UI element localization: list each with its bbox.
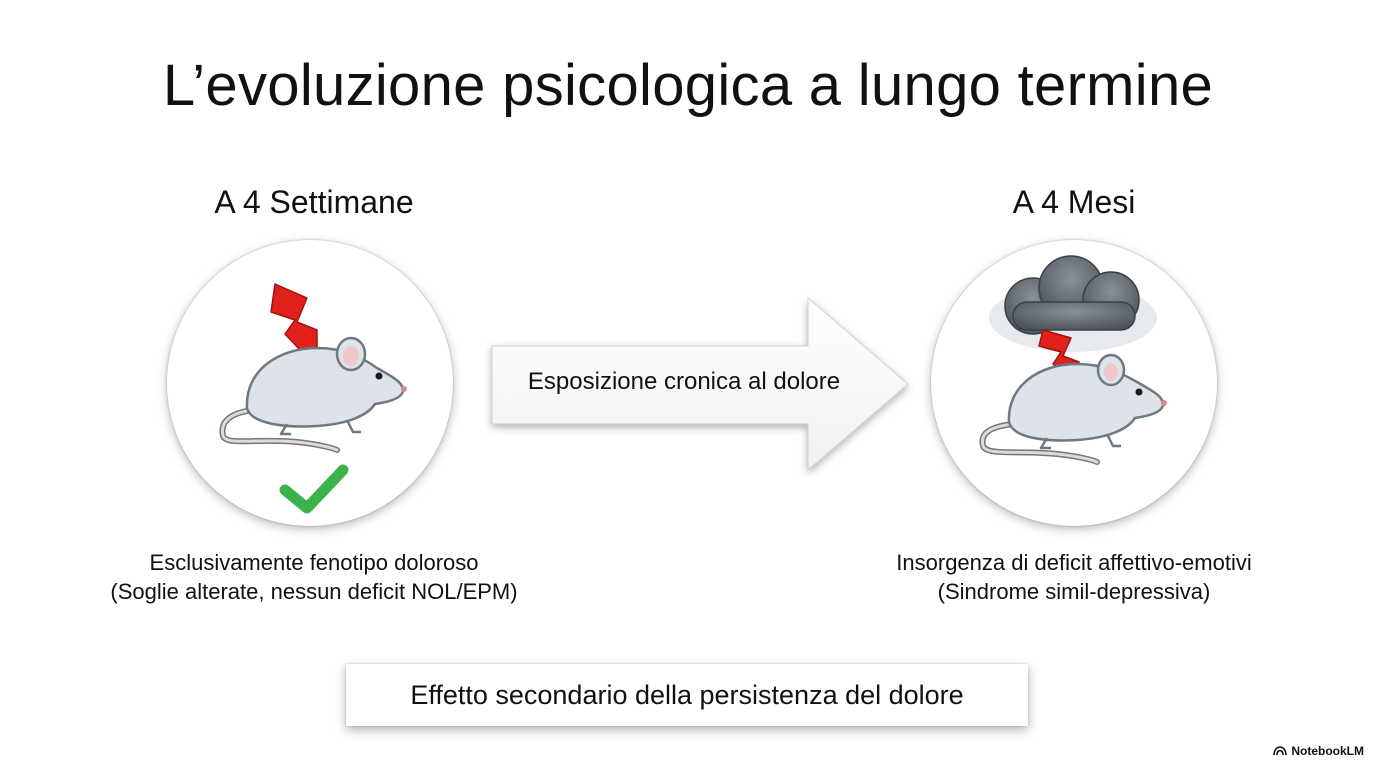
mouse-icon: [979, 353, 1167, 465]
checkmark-icon: [279, 464, 349, 514]
progression-arrow: [491, 296, 909, 472]
right-stage-caption: Insorgenza di deficit affettivo-emotivi …: [814, 548, 1334, 606]
right-stage-heading: A 4 Mesi: [1012, 184, 1136, 220]
right-caption-line1: Insorgenza di deficit affettivo-emotivi: [896, 550, 1252, 575]
brand-watermark: NotebookLM: [1273, 744, 1364, 758]
conclusion-text: Effetto secondario della persistenza del…: [410, 679, 964, 710]
arrow-label: Esposizione cronica al dolore: [527, 368, 841, 395]
left-stage-caption: Esclusivamente fenotipo doloroso (Soglie…: [54, 548, 574, 606]
mouse-icon: [219, 336, 407, 453]
left-stage-circle: [167, 240, 453, 526]
conclusion-box: Effetto secondario della persistenza del…: [346, 664, 1028, 726]
left-caption-line2: (Soglie alterate, nessun deficit NOL/EPM…: [110, 579, 518, 604]
page-title: L’evoluzione psicologica a lungo termine: [162, 53, 1214, 118]
left-caption-line1: Esclusivamente fenotipo doloroso: [149, 550, 479, 575]
storm-cloud-icon: [989, 255, 1157, 352]
right-stage-circle: [931, 240, 1217, 526]
notebooklm-logo-icon: [1273, 746, 1288, 756]
left-stage-heading: A 4 Settimane: [214, 184, 414, 220]
brand-text: NotebookLM: [1291, 744, 1364, 758]
right-caption-line2: (Sindrome simil-depressiva): [937, 579, 1211, 604]
